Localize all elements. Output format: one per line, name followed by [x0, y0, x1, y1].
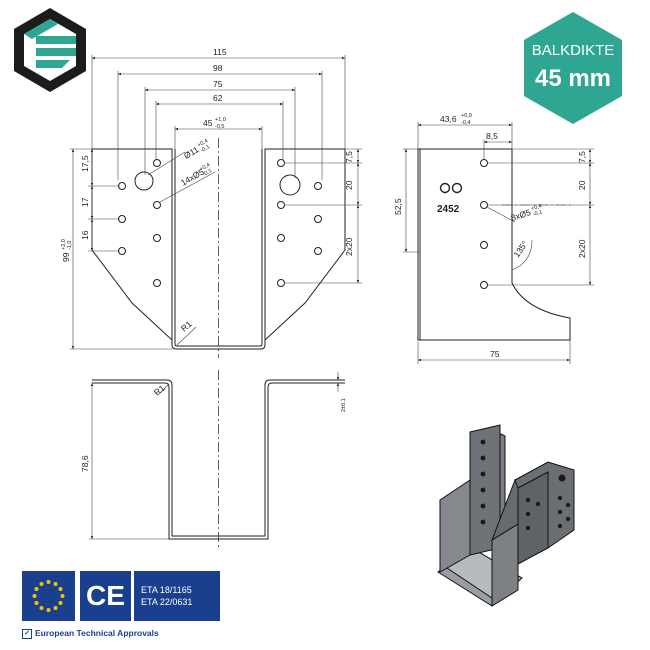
stamp-number: 2452 [437, 204, 460, 215]
dim-side-right-20: 20 [577, 180, 587, 190]
dim-side-right-2x20: 2x20 [577, 239, 587, 258]
bottom-view-labels: 78,6 R1 2±0,1 [80, 383, 347, 472]
approvals-label-row: ✓European Technical Approvals [22, 628, 159, 639]
hole-large-tol-lower: -0,1 [200, 144, 211, 154]
dim-75: 75 [213, 79, 223, 89]
dim-offset: 8,5 [486, 131, 498, 141]
front-view [91, 138, 346, 358]
dim-top-tol-lower: -0,4 [461, 120, 470, 126]
front-view-dimensions [70, 55, 362, 350]
hole-small-tol-lower: -0,1 [202, 168, 213, 178]
side-view-labels: 43,6 +0,9 -0,4 8,5 52,5 7,5 20 2x20 8xØ5… [393, 113, 587, 359]
dim-62: 62 [213, 93, 223, 103]
eta-line-1: ETA 18/1165 [141, 585, 192, 595]
ce-mark-box: CE [80, 571, 131, 621]
badge-label: BALKDIKTE [532, 42, 615, 59]
dim-height-99: 99 [61, 252, 71, 262]
dim-inner-tol-lower: -0,5 [215, 124, 224, 130]
ce-mark: CE [86, 580, 125, 611]
dim-right-20: 20 [344, 180, 354, 190]
side-hole-tol-upper: +0,4 [530, 203, 542, 212]
hole-large-tol-upper: +0,4 [197, 138, 209, 149]
check-icon: ✓ [22, 628, 32, 639]
dim-side-right-7-5: 7,5 [577, 151, 587, 163]
dim-inner-tol-upper: +1,0 [215, 117, 226, 123]
dim-115: 115 [213, 47, 227, 57]
side-view-stamp: 2452 [437, 182, 463, 215]
side-hole-tol-lower: -0,1 [532, 209, 543, 218]
beam-thickness-badge: BALKDIKTE 45 mm [524, 12, 622, 124]
dim-left-17-5: 17,5 [80, 155, 90, 172]
dim-thickness: 2±0,1 [341, 398, 347, 412]
side-view-dimensions [403, 122, 594, 364]
dim-depth: 78,6 [80, 455, 90, 472]
beam-hanger-3d-render [437, 424, 575, 607]
eta-line-2: ETA 22/0631 [141, 597, 193, 607]
dim-left-17: 17 [80, 197, 90, 207]
bottom-radius-label: R1 [152, 383, 167, 398]
dim-top-width: 43,6 [440, 114, 457, 124]
dim-right-2x20: 2x20 [344, 237, 354, 256]
front-view-holes [118, 159, 322, 287]
hexagon-stripes-logo [14, 8, 86, 92]
dim-98: 98 [213, 63, 223, 73]
dim-side-height: 52,5 [393, 198, 403, 215]
render-holes [480, 439, 571, 531]
dim-height-tol-upper: +2,0 [61, 239, 67, 250]
dim-left-16: 16 [80, 230, 90, 240]
dim-height-tol-lower: -1,0 [67, 241, 73, 250]
eta-box: ETA 18/1165 ETA 22/0631 [134, 571, 220, 621]
eu-flag-icon [32, 580, 65, 612]
eu-flag-box [22, 571, 75, 621]
badge-value: 45 mm [535, 65, 611, 92]
dim-base-length: 75 [490, 349, 500, 359]
dim-inner-width: 45 [203, 118, 213, 128]
side-view [417, 148, 572, 341]
bottom-view-dimensions [89, 372, 340, 540]
hole-small-tol-upper: +0,4 [199, 162, 211, 173]
dim-right-7-5: 7,5 [344, 151, 354, 163]
dim-top-tol-upper: +0,9 [461, 113, 472, 119]
side-hole-label: 8xØ5 [510, 207, 533, 223]
approvals-label: European Technical Approvals [35, 628, 159, 638]
bottom-view [92, 370, 345, 548]
angle-label: 135° [511, 239, 529, 259]
